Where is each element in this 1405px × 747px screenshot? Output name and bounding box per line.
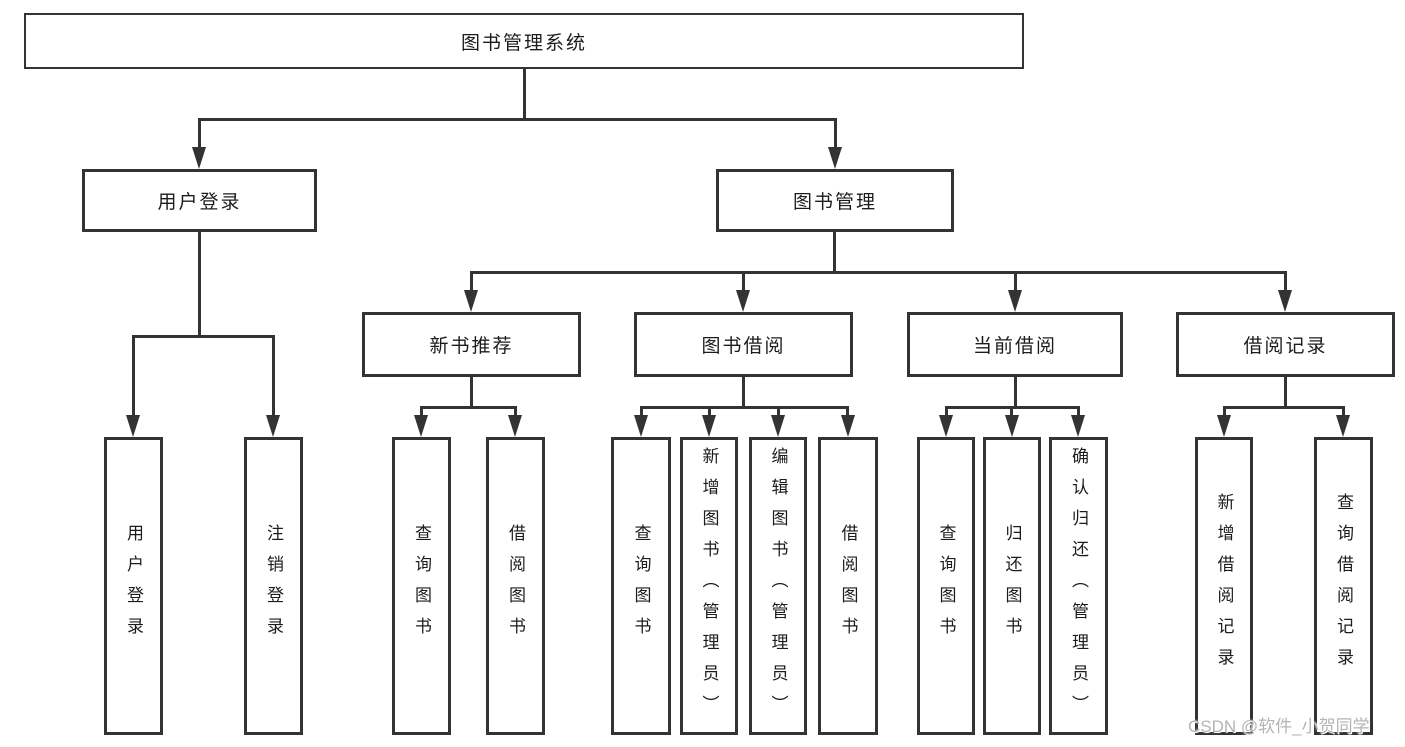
node-label: 查询图书 <box>631 524 651 648</box>
connector-line <box>198 118 201 150</box>
arrow-down-icon <box>1008 290 1022 312</box>
node-label: 新书推荐 <box>429 336 514 357</box>
node-add-borrow-record: 新增借阅记录 <box>1195 437 1253 735</box>
arrow-down-icon <box>1278 290 1292 312</box>
connector-line <box>470 271 1287 274</box>
arrow-down-icon <box>736 290 750 312</box>
arrow-down-icon <box>771 415 785 437</box>
node-edit-book-admin: 编辑图书（管理员） <box>749 437 807 735</box>
node-return-book: 归还图书 <box>983 437 1041 735</box>
connector-line <box>742 271 745 292</box>
connector-line <box>1014 377 1017 409</box>
node-book-borrow: 图书借阅 <box>634 312 853 377</box>
connector-line <box>1077 406 1080 418</box>
connector-line <box>1223 406 1226 418</box>
connector-line <box>640 406 643 418</box>
node-label: 图书管理 <box>792 192 877 213</box>
node-query-books: 查询图书 <box>917 437 975 735</box>
connector-line <box>1014 271 1017 292</box>
node-query-books: 查询图书 <box>611 437 671 735</box>
connector-line <box>523 69 526 121</box>
connector-line <box>640 406 849 409</box>
arrow-down-icon <box>841 415 855 437</box>
arrow-down-icon <box>1336 415 1350 437</box>
connector-line <box>420 406 423 418</box>
node-label: 查询借阅记录 <box>1334 493 1353 679</box>
connector-line <box>1284 271 1287 292</box>
node-label: 借阅记录 <box>1243 336 1328 357</box>
node-label: 编辑图书（管理员） <box>768 446 788 726</box>
arrow-down-icon <box>464 290 478 312</box>
connector-line <box>846 406 849 418</box>
connector-line <box>1342 406 1345 418</box>
csdn-watermark: CSDN @软件_小贺同学 <box>1188 717 1370 736</box>
node-logout: 注销登录 <box>244 437 303 735</box>
connector-line <box>1223 406 1345 409</box>
connector-line <box>470 377 473 409</box>
node-query-borrow-record: 查询借阅记录 <box>1314 437 1373 735</box>
arrow-down-icon <box>126 415 140 437</box>
node-label: 借阅图书 <box>838 524 858 648</box>
node-label: 图书管理系统 <box>460 32 587 54</box>
connector-line <box>272 335 275 417</box>
arrow-down-icon <box>1005 415 1019 437</box>
node-book-management: 图书管理 <box>716 169 954 232</box>
connector-line <box>198 232 201 338</box>
connector-line <box>1284 377 1287 409</box>
arrow-down-icon <box>1071 415 1085 437</box>
node-query-books: 查询图书 <box>392 437 451 735</box>
node-borrow-books: 借阅图书 <box>818 437 878 735</box>
node-current-borrow: 当前借阅 <box>907 312 1123 377</box>
node-library-management-system: 图书管理系统 <box>24 13 1024 69</box>
node-confirm-return-admin: 确认归还（管理员） <box>1049 437 1108 735</box>
arrow-down-icon <box>508 415 522 437</box>
node-label: 用户登录 <box>124 524 143 648</box>
connector-line <box>777 406 780 418</box>
node-label: 确认归还（管理员） <box>1069 446 1088 726</box>
arrow-down-icon <box>702 415 716 437</box>
connector-line <box>132 335 275 338</box>
node-label: 图书借阅 <box>701 336 786 357</box>
connector-line <box>945 406 948 418</box>
connector-line <box>470 271 473 292</box>
node-label: 新增借阅记录 <box>1214 493 1234 679</box>
arrow-down-icon <box>266 415 280 437</box>
arrow-down-icon <box>828 147 842 169</box>
node-label: 新增图书（管理员） <box>699 446 719 726</box>
connector-line <box>198 118 837 121</box>
node-label: 借阅图书 <box>506 524 525 648</box>
arrow-down-icon <box>414 415 428 437</box>
arrow-down-icon <box>939 415 953 437</box>
arrow-down-icon <box>192 147 206 169</box>
node-user-login: 用户登录 <box>104 437 163 735</box>
connector-line <box>742 377 745 409</box>
connector-line <box>833 232 836 274</box>
connector-line <box>834 118 837 150</box>
node-label: 查询图书 <box>412 524 431 648</box>
node-borrow-books: 借阅图书 <box>486 437 545 735</box>
node-add-book-admin: 新增图书（管理员） <box>680 437 738 735</box>
node-borrow-records: 借阅记录 <box>1176 312 1395 377</box>
node-label: 当前借阅 <box>972 336 1057 357</box>
connector-line <box>132 335 135 417</box>
connector-line <box>514 406 517 418</box>
arrow-down-icon <box>1217 415 1231 437</box>
connector-line <box>708 406 711 418</box>
arrow-down-icon <box>634 415 648 437</box>
node-new-book-recommend: 新书推荐 <box>362 312 581 377</box>
node-user-login-group: 用户登录 <box>82 169 317 232</box>
connector-line <box>420 406 517 409</box>
node-label: 注销登录 <box>264 524 283 648</box>
node-label: 用户登录 <box>157 192 242 213</box>
node-label: 查询图书 <box>936 524 956 648</box>
node-label: 归还图书 <box>1002 524 1022 648</box>
connector-line <box>1010 406 1013 418</box>
